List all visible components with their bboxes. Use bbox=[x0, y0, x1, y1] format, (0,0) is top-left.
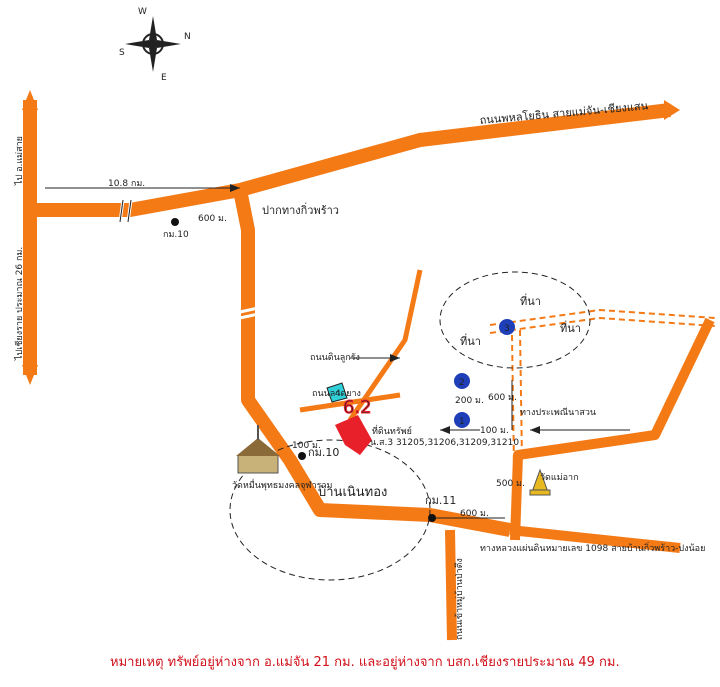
compass-n: N bbox=[184, 32, 191, 42]
village-area-circle bbox=[229, 439, 431, 581]
field-right-label: ที่นา bbox=[560, 320, 581, 335]
compass-rose: W N S E bbox=[119, 7, 191, 83]
distance-100-right: 100 ม. bbox=[480, 426, 509, 436]
temple-left-label: วัดหมื่นพุทธมงคลจุฬาราม bbox=[232, 478, 333, 491]
distance-600-bottom: 600 ม. bbox=[460, 509, 489, 519]
svg-text:2: 2 bbox=[459, 378, 465, 388]
distance-10-8: 10.8 กม. bbox=[108, 179, 145, 189]
property-label: ที่ดินทรัพย์ bbox=[372, 424, 412, 437]
distance-100: 100 ม. bbox=[292, 441, 321, 451]
right-road bbox=[510, 317, 715, 541]
km10-label: กม.10 bbox=[308, 446, 339, 459]
bottom-right-road bbox=[509, 525, 681, 553]
soil-road-label: ถนนดินลูกรัง bbox=[310, 352, 360, 363]
bottom-vertical-road-label: ถนนเข้าหมู่บ้านป่าตึง bbox=[454, 558, 465, 640]
bottom-vertical-road bbox=[445, 529, 457, 641]
numbered-markers: 1 2 3 4 bbox=[335, 319, 515, 428]
distance-500: 500 ม. bbox=[496, 479, 525, 489]
property-mark: 6.2 bbox=[343, 397, 372, 418]
field-top-label: ที่นา bbox=[520, 293, 541, 308]
km10-dot bbox=[298, 452, 306, 460]
marker-2: 2 bbox=[454, 373, 470, 389]
svg-text:3: 3 bbox=[504, 324, 510, 334]
distance-600-top: 600 ม. bbox=[198, 214, 227, 224]
compass-w: W bbox=[138, 7, 147, 17]
compass-s: S bbox=[119, 48, 125, 58]
parcel-numbers: น.ส.3 31205,31206,31209,31210 bbox=[370, 438, 519, 448]
marker-3: 3 bbox=[499, 319, 515, 335]
junction-label: ปากทางกิ่วพร้าว bbox=[262, 202, 339, 217]
small-road-label: ถนนลาดยาง bbox=[312, 389, 361, 399]
left-road-top-label: ไป อ.แม่สาย bbox=[14, 136, 25, 186]
km10-top-label: กม.10 bbox=[163, 230, 189, 240]
temple-right-icon bbox=[529, 468, 551, 496]
bottom-right-road-label: ทางหลวงแผ่นดินหมายเลข 1098 สายบ้านกิ่วพร… bbox=[480, 541, 705, 554]
temple-right-label: วัดแม่อาก bbox=[540, 473, 579, 483]
soil-road bbox=[347, 269, 423, 422]
km10-top-dot bbox=[171, 218, 179, 226]
farm-road-label: ทางประเพณีนาสวน bbox=[520, 407, 596, 418]
field-left-label: ที่นา bbox=[460, 333, 481, 348]
distance-600-right: 600 ม. bbox=[488, 393, 517, 403]
svg-text:4: 4 bbox=[335, 389, 341, 399]
field-area-circle bbox=[439, 271, 591, 369]
field-roads bbox=[489, 308, 716, 531]
temple-left-icon bbox=[236, 425, 280, 474]
village-label: บ้านเนินทอง bbox=[318, 485, 387, 500]
svg-text:1: 1 bbox=[459, 417, 465, 427]
main-south-road bbox=[233, 188, 512, 537]
km11-dot bbox=[428, 514, 436, 522]
distance-200: 200 ม. bbox=[455, 396, 484, 406]
footnote: หมายเหตุ ทรัพย์อยู่ห่างจาก อ.แม่จัน 21 ก… bbox=[110, 654, 620, 670]
marker-1: 1 bbox=[454, 412, 470, 428]
left-road-bottom-label: ไปเชียงราย ประมาณ 26 กม. bbox=[14, 247, 25, 361]
marker-4: 4 bbox=[335, 389, 341, 399]
km11-label: กม.11 bbox=[425, 494, 456, 507]
property-marker: 6.2 bbox=[326, 382, 372, 455]
small-road bbox=[299, 392, 401, 413]
compass-e: E bbox=[161, 73, 167, 83]
